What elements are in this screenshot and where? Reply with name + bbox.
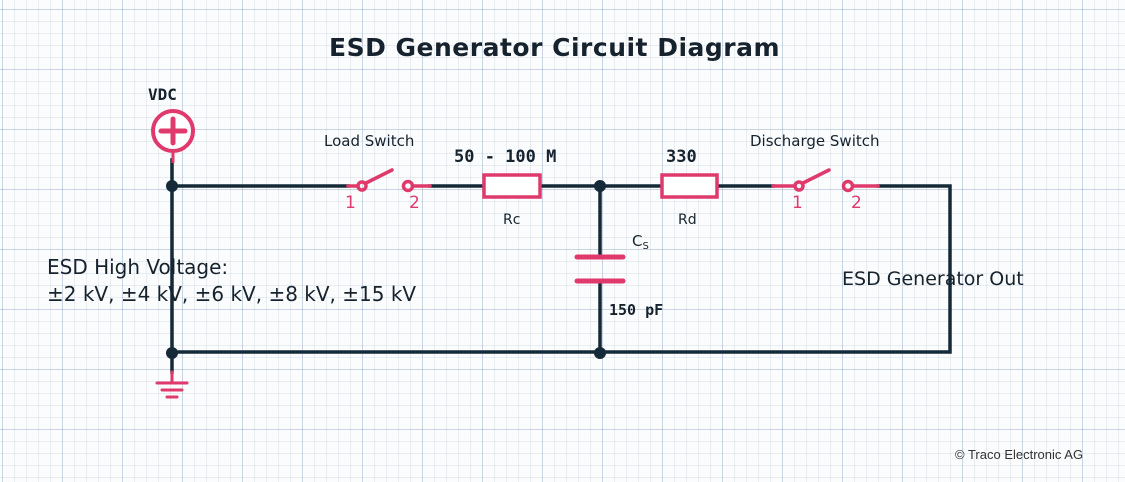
junction-top-left bbox=[166, 180, 178, 192]
vdc-plus-icon bbox=[151, 109, 195, 163]
output-return-wire bbox=[170, 184, 952, 354]
diagram-title: ESD Generator Circuit Diagram bbox=[329, 33, 781, 62]
load-switch-pin1: 1 bbox=[345, 193, 356, 213]
rc-value-label: 50 - 100 M bbox=[454, 147, 557, 167]
cs-capacitor-icon bbox=[574, 254, 626, 284]
cs-name-letter: C bbox=[632, 232, 643, 250]
output-label: ESD Generator Out bbox=[842, 268, 1024, 290]
discharge-switch-pin1: 1 bbox=[792, 193, 803, 213]
load-switch-pin2: 2 bbox=[409, 193, 420, 213]
cs-name-subscript: S bbox=[642, 241, 649, 252]
discharge-switch-label: Discharge Switch bbox=[750, 132, 880, 150]
rc-name-label: Rc bbox=[503, 212, 521, 228]
cs-value-label: 150 pF bbox=[609, 301, 664, 319]
hv-label-line2: ±2 kV, ±4 kV, ±6 kV, ±8 kV, ±15 kV bbox=[47, 282, 417, 306]
load-switch-icon bbox=[346, 168, 432, 193]
vdc-label: VDC bbox=[148, 85, 177, 104]
discharge-switch-icon bbox=[771, 168, 880, 193]
discharge-switch-pin2: 2 bbox=[851, 193, 862, 213]
rd-name-label: Rd bbox=[678, 212, 697, 228]
junction-bottom-middle bbox=[594, 347, 606, 359]
junction-top-middle bbox=[594, 180, 606, 192]
rc-resistor-icon bbox=[482, 173, 542, 199]
rd-value-label: 330 bbox=[666, 147, 697, 167]
junctions bbox=[166, 180, 606, 359]
cs-name-label: CS bbox=[632, 232, 649, 252]
load-switch-label: Load Switch bbox=[324, 132, 415, 150]
wires bbox=[170, 158, 952, 374]
junction-bottom-left bbox=[166, 347, 178, 359]
rd-resistor-icon bbox=[660, 173, 719, 199]
hv-label-line1: ESD High Voltage: bbox=[47, 255, 229, 279]
ground-icon bbox=[155, 370, 189, 399]
copyright-text: © Traco Electronic AG bbox=[955, 447, 1084, 462]
